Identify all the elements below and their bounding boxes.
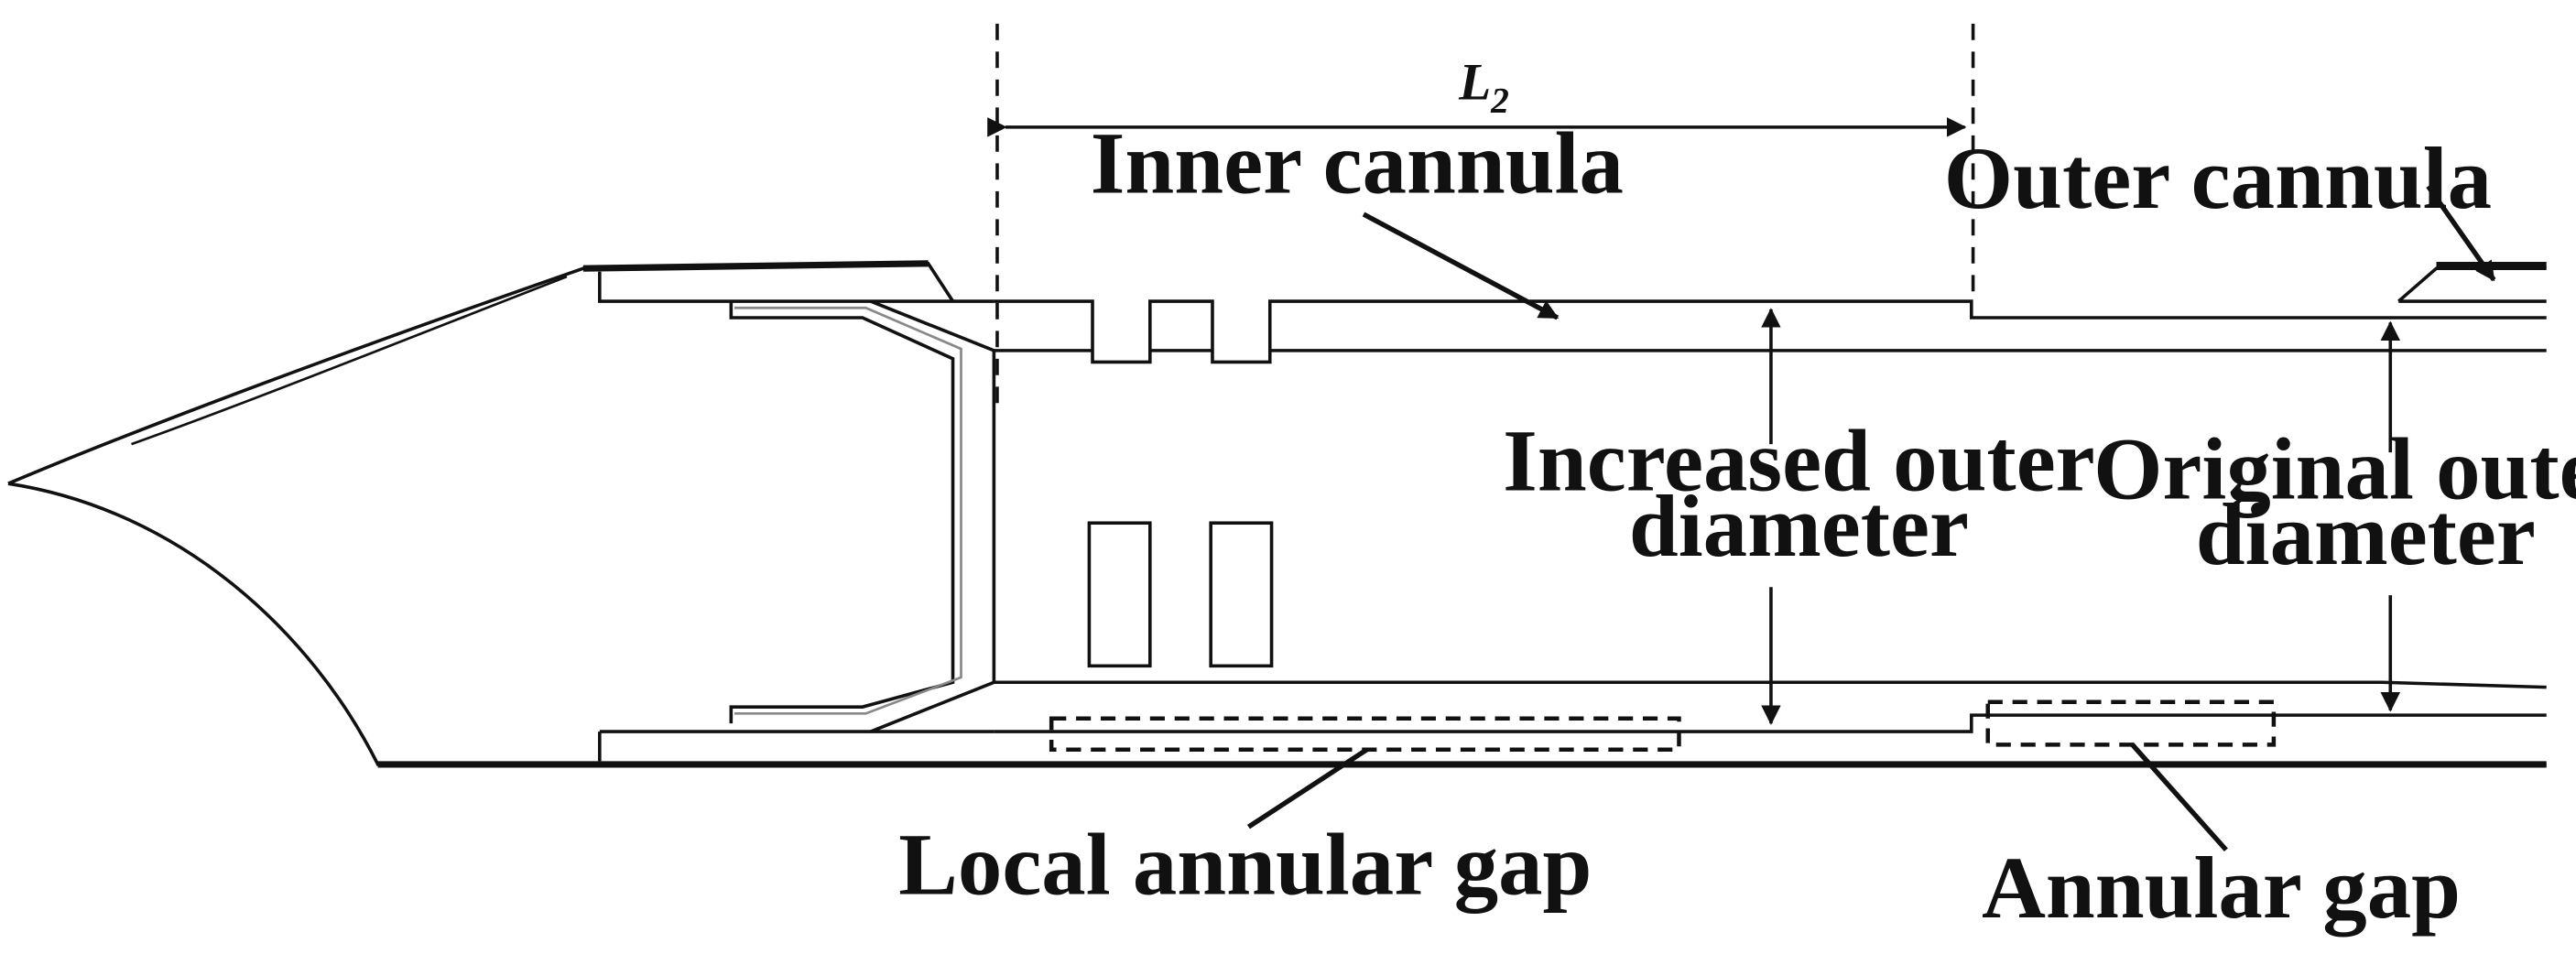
- original-outer-diameter-label: Original outer: [2093, 419, 2576, 517]
- increased-outer-diameter-label: Increased outer: [1503, 411, 2095, 509]
- local-annular-gap-label: Local annular gap: [898, 816, 1592, 914]
- inner-cannula-label: Inner cannula: [1091, 114, 1624, 212]
- outer-cannula-label: Outer cannula: [1944, 129, 2492, 227]
- dimension-symbol-l2: L2: [1458, 53, 1509, 120]
- local-annular-gap-leader: [1246, 747, 1369, 829]
- connector-bracket-upper: [729, 301, 955, 724]
- side-slot-2: [1209, 521, 1274, 668]
- outer-cannula-stub: [2397, 266, 2547, 303]
- side-slot-1: [1087, 521, 1152, 668]
- annular-gap-leader: [2130, 743, 2228, 852]
- annular-gap-label: Annular gap: [1982, 839, 2461, 937]
- connector-bracket-inner: [734, 306, 962, 715]
- tip-facet-line: [131, 275, 568, 446]
- increased-outer-diameter-label-line2: diameter: [1629, 477, 1969, 575]
- connector-body: [598, 271, 995, 762]
- outer-cannula-leader: [2426, 184, 2496, 282]
- tip-outer-edge: [582, 260, 929, 272]
- annular-gap-box: [1985, 699, 2277, 747]
- connector-diagonal: [870, 299, 996, 733]
- cannula-tip: [7, 261, 2547, 766]
- inner-cannula-bottom-wall: [994, 680, 2547, 733]
- original-outer-diameter-label-line2: diameter: [2196, 485, 2536, 583]
- local-annular-gap-box: [1049, 716, 1681, 753]
- inner-cannula-leader: [1362, 211, 1560, 320]
